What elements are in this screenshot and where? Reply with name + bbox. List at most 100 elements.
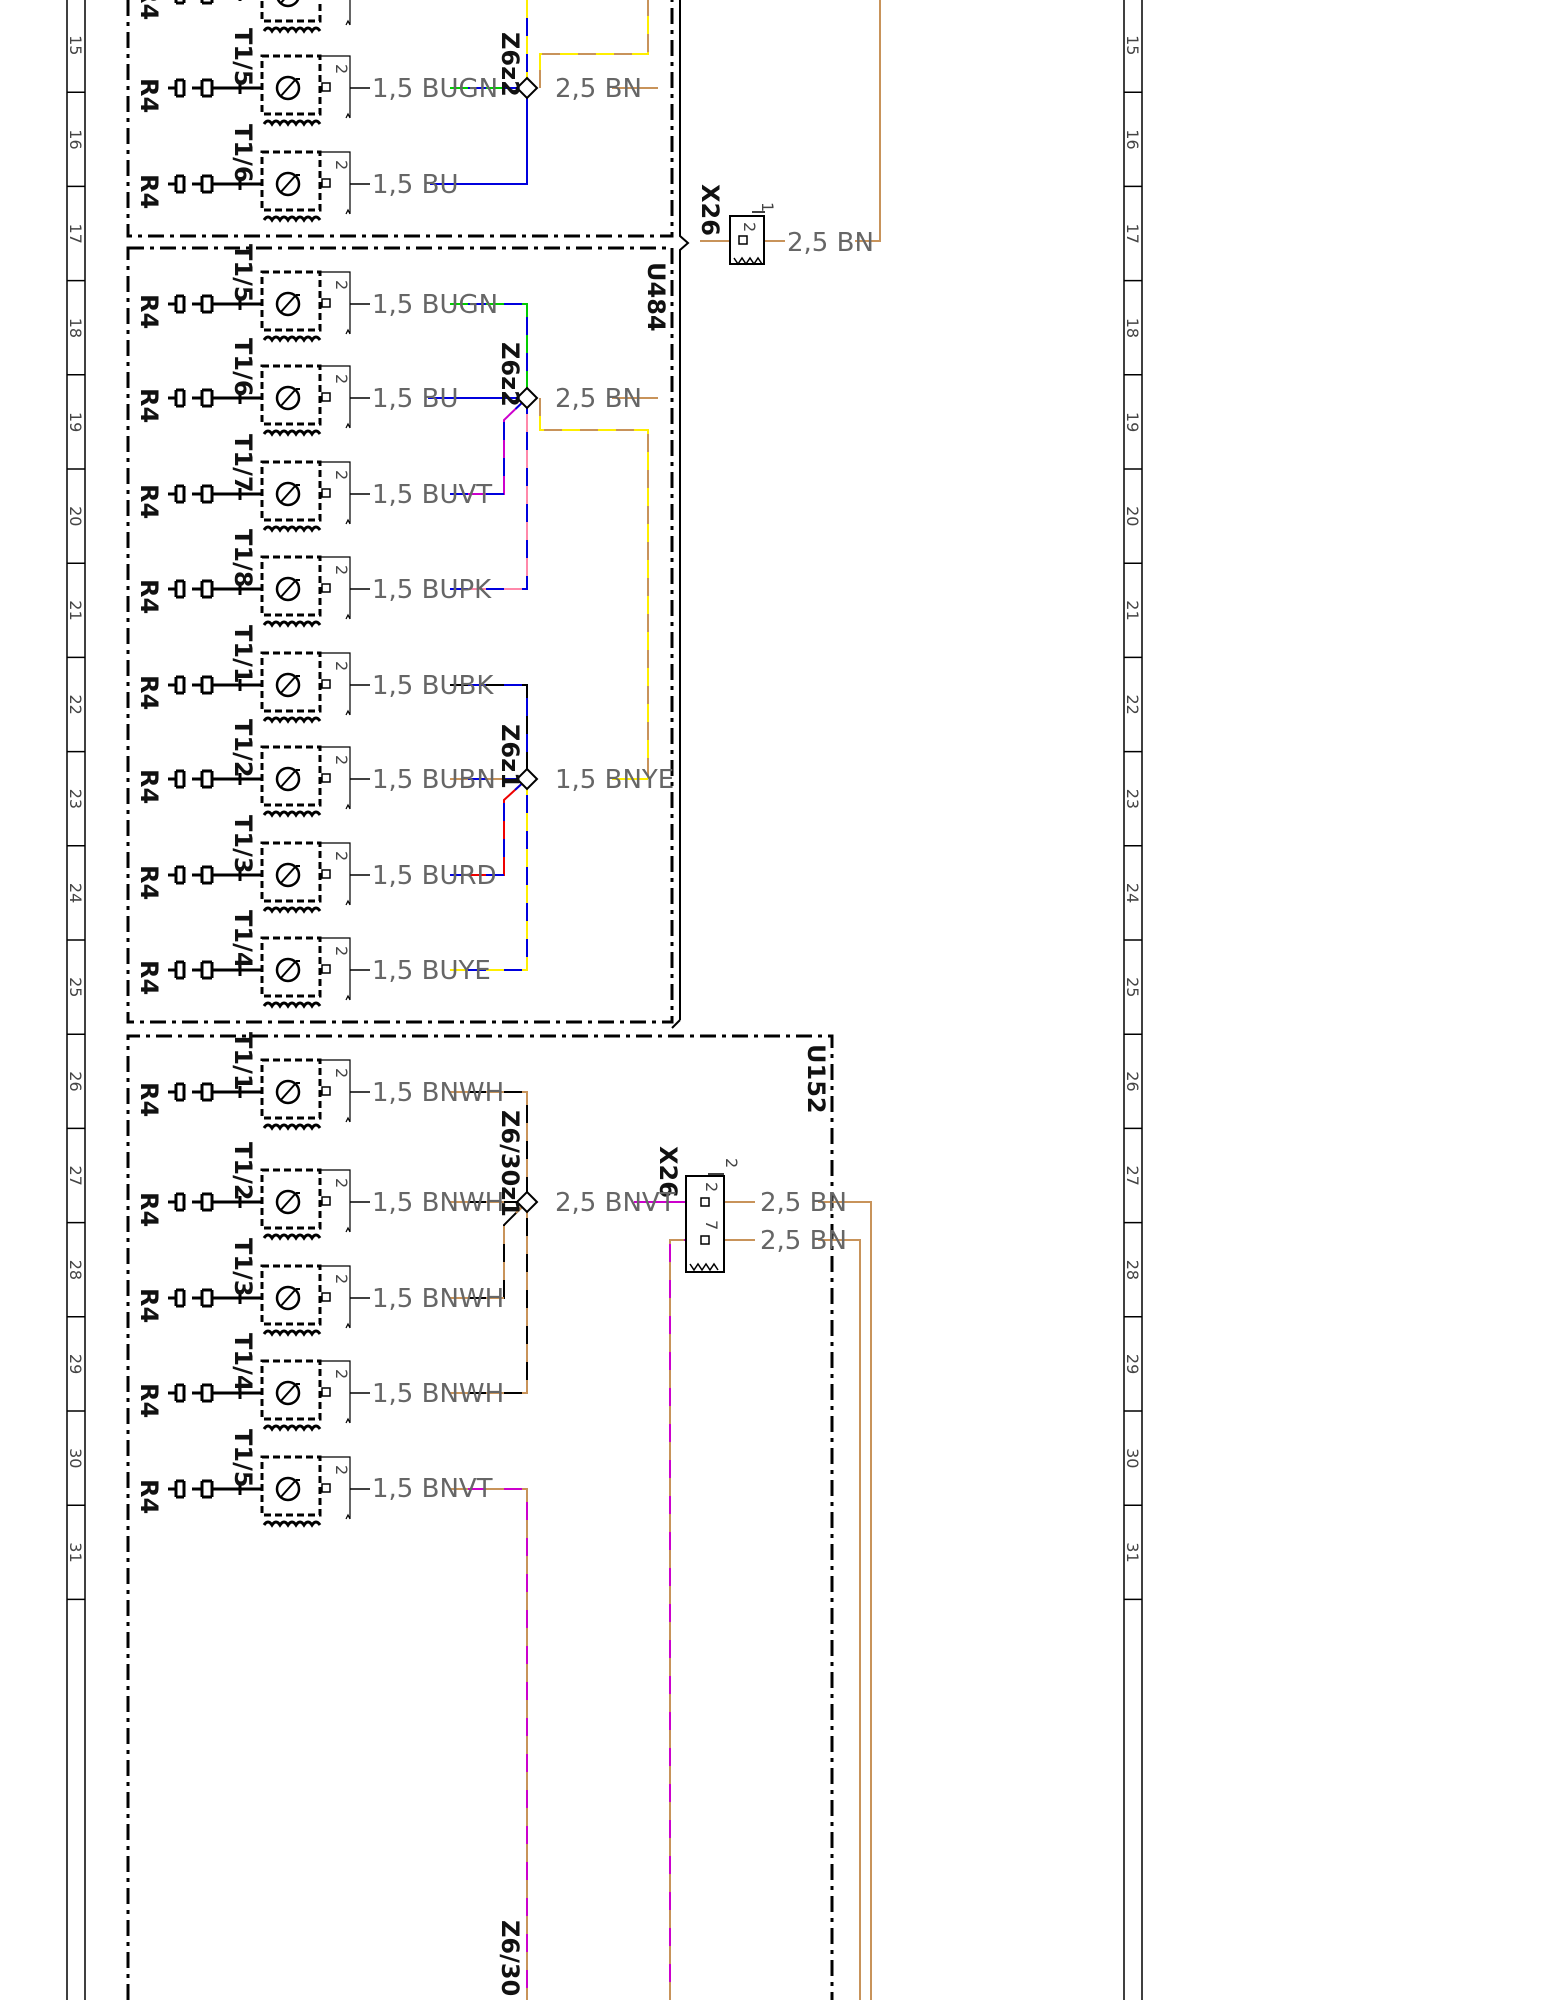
- ground-symbol: [168, 388, 262, 408]
- wire-label-r28c: 2,5 BN: [760, 1226, 847, 1256]
- component-box: [260, 1359, 322, 1421]
- wire-segment: [855, 0, 881, 242]
- wire-label-r23b: 1,5 BNYE: [555, 765, 674, 795]
- unit-label-u484: U484: [642, 262, 670, 332]
- wire-label-r24: 1,5 BURD: [372, 861, 497, 891]
- unit-box-u484: [126, 246, 681, 1029]
- row-number-left: 19: [66, 412, 85, 432]
- splice-label-z630: Z6/30: [496, 1920, 524, 1996]
- row-number-right: 31: [1123, 1542, 1142, 1562]
- row-number-right: 18: [1123, 318, 1142, 338]
- wire-segment: [450, 1201, 528, 1299]
- wire-segment: [539, 398, 649, 779]
- ground-symbol: [168, 174, 262, 194]
- pin-number: 2: [332, 1465, 351, 1475]
- ground-label: R4: [135, 1288, 163, 1323]
- sensor-icon: [275, 1380, 301, 1406]
- ground-label: R4: [135, 174, 163, 209]
- heating-element-icon: [262, 26, 322, 34]
- pin-label: T1/3: [229, 815, 257, 874]
- pin-number: 2: [332, 280, 351, 290]
- row-number-right: 20: [1123, 506, 1142, 526]
- component-box: [260, 651, 322, 713]
- wire-label-r27: 1,5 BNWH: [372, 1188, 504, 1218]
- sensor-icon: [275, 1079, 301, 1105]
- connector-x26-upper-label: X26: [696, 184, 724, 236]
- wire-segment: [430, 88, 528, 185]
- heating-element-icon: [262, 429, 322, 437]
- heating-element-icon: [262, 1123, 322, 1131]
- ground-symbol: [168, 579, 262, 599]
- unit-box-upper: [126, 0, 690, 1020]
- connector-pin: [321, 773, 331, 783]
- row-number-right: 29: [1123, 1354, 1142, 1374]
- wire-segment: [450, 397, 528, 495]
- sensor-icon: [275, 1189, 301, 1215]
- row-number-right: 16: [1123, 129, 1142, 149]
- heating-element-icon: [262, 810, 322, 818]
- heating-element-icon: [262, 906, 322, 914]
- connector-pin: [321, 1086, 331, 1096]
- ground-label: R4: [135, 1383, 163, 1418]
- sensor-icon: [275, 672, 301, 698]
- splice-node-z630z1: [515, 1190, 539, 1214]
- row-number-left: 25: [66, 977, 85, 997]
- ground-label: R4: [135, 675, 163, 710]
- pin-label: T1/6: [229, 124, 257, 183]
- sensor-icon: [275, 862, 301, 888]
- connector-x26-lower-pin-7: 7: [702, 1220, 721, 1230]
- heating-element-icon: [262, 716, 322, 724]
- sensor-icon: [275, 576, 301, 602]
- sensor-icon: [275, 291, 301, 317]
- heating-element-icon: [262, 335, 322, 343]
- row-number-left: 16: [66, 129, 85, 149]
- connector-pin: [321, 679, 331, 689]
- ground-symbol: [168, 1288, 262, 1308]
- wire-label-r20: 1,5 BUVT: [372, 480, 492, 510]
- pin-number: 2: [332, 1369, 351, 1379]
- pin-label: T1/5: [229, 1429, 257, 1488]
- splice-label-upper: Z6z2: [496, 32, 524, 97]
- wire-label-r19b: 2,5 BN: [555, 384, 642, 414]
- heating-element-icon: [262, 1329, 322, 1337]
- component-box: [260, 1058, 322, 1120]
- component-box: [260, 1455, 322, 1517]
- heating-element-icon: [262, 119, 322, 127]
- ground-label: R4: [135, 294, 163, 329]
- ground-symbol: [168, 484, 262, 504]
- pin-number: 2: [332, 374, 351, 384]
- pin-number: 2: [332, 946, 351, 956]
- heating-element-icon: [262, 1424, 322, 1432]
- connector-x26-upper-pin-2: 2: [740, 222, 759, 232]
- pin-label: T1/1: [229, 1032, 257, 1091]
- component-box: [260, 555, 322, 617]
- row-number-left: 18: [66, 318, 85, 338]
- component-box: [260, 0, 322, 23]
- component-box: [260, 1264, 322, 1326]
- sensor-icon: [275, 766, 301, 792]
- ground-symbol: [168, 675, 262, 695]
- wire-label-r23: 1,5 BUBN: [372, 765, 496, 795]
- pin-label: T1/2: [229, 719, 257, 778]
- heater-element: R42: [135, 0, 351, 34]
- pin-label: T1/4: [229, 910, 257, 969]
- connector-pin: [321, 488, 331, 498]
- pin-label: T1/8: [229, 529, 257, 588]
- wire-label-r29: 1,5 BNWH: [372, 1379, 504, 1409]
- wire-label-r15: 1,5 BUGN: [372, 74, 498, 104]
- ground-symbol: [174, 0, 242, 5]
- pin-number: 2: [332, 851, 351, 861]
- sensor-icon: [275, 1476, 301, 1502]
- row-number-left: 24: [66, 883, 85, 903]
- connector-x26-lower-label: X26: [654, 1146, 682, 1198]
- ground-label: R4: [135, 960, 163, 995]
- wire-stripe: [450, 778, 528, 876]
- sensor-icon: [275, 385, 301, 411]
